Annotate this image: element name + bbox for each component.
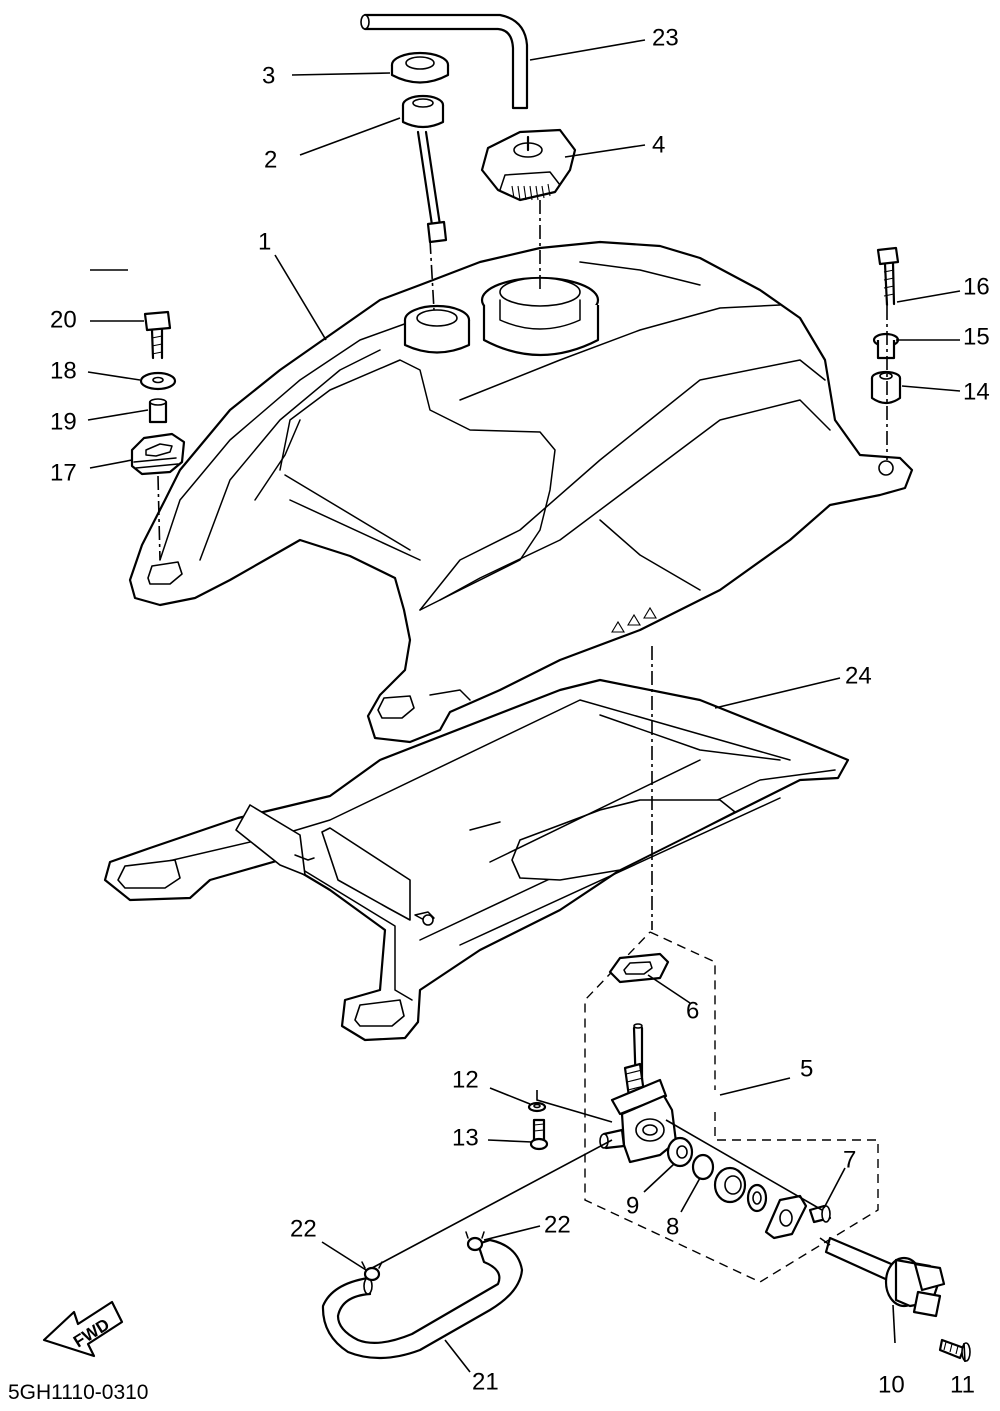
callout-2: 2 — [264, 146, 277, 173]
part-1-fuel-tank — [128, 240, 914, 744]
callout-23: 23 — [652, 24, 679, 51]
leader-lines — [87, 39, 966, 1373]
part-6-gasket — [608, 952, 670, 984]
part-2-level-gauge — [401, 94, 448, 244]
part-13-screw — [529, 1118, 549, 1151]
part-lever-plate — [764, 1194, 808, 1240]
callout-7: 7 — [843, 1146, 856, 1173]
callout-21: 21 — [472, 1368, 499, 1395]
part-3-grommet — [390, 51, 450, 84]
assembly-center-lines — [157, 200, 888, 1269]
callout-22-left: 22 — [290, 1215, 317, 1242]
callout-6: 6 — [686, 997, 699, 1024]
callout-10: 10 — [878, 1371, 905, 1398]
part-12-washer — [527, 1101, 547, 1113]
part-22-clip-right — [465, 1231, 485, 1252]
callout-1: 1 — [258, 228, 271, 255]
callout-24: 24 — [845, 662, 872, 689]
part-17-damper — [130, 432, 186, 476]
callout-3: 3 — [262, 62, 275, 89]
part-14-damper — [870, 370, 902, 405]
part-8-o-ring — [691, 1153, 715, 1181]
part-23-breather-hose — [360, 13, 529, 110]
part-5-fuel-cock-assembly — [584, 931, 879, 1283]
callout-17: 17 — [50, 459, 77, 486]
part-19-collar — [148, 398, 168, 424]
callout-5: 5 — [800, 1055, 813, 1082]
part-10-lever — [824, 1236, 946, 1318]
callout-15: 15 — [963, 323, 990, 350]
part-18-washer — [139, 371, 177, 391]
callout-22-right: 22 — [544, 1211, 571, 1238]
callout-14: 14 — [963, 378, 990, 405]
part-5-fuel-cock — [599, 1023, 678, 1164]
callout-labels: 1 2 3 4 5 6 7 8 9 10 11 12 13 14 15 16 1… — [50, 24, 990, 1398]
callout-9: 9 — [626, 1192, 639, 1219]
callout-16: 16 — [963, 273, 990, 300]
callout-8: 8 — [666, 1213, 679, 1240]
part-16-bolt — [876, 246, 900, 307]
callout-20: 20 — [50, 306, 77, 333]
part-lever-body — [713, 1166, 768, 1213]
callout-11: 11 — [950, 1371, 975, 1398]
part-15-collar — [872, 332, 900, 360]
callout-18: 18 — [50, 357, 77, 384]
part-4-fuel-cap — [480, 128, 577, 202]
callout-13: 13 — [452, 1124, 479, 1151]
diagram-code: 5GH1110-0310 — [8, 1381, 149, 1404]
fwd-direction-arrow: FWD — [42, 1300, 124, 1358]
part-7-screw — [808, 1204, 832, 1224]
callout-4: 4 — [652, 131, 665, 158]
part-24-tank-bracket — [103, 678, 850, 1042]
part-21-fuel-hose — [321, 1238, 524, 1360]
part-20-bolt — [143, 310, 172, 360]
callout-12: 12 — [452, 1066, 479, 1093]
part-9-seal — [666, 1136, 694, 1168]
callout-19: 19 — [50, 408, 77, 435]
